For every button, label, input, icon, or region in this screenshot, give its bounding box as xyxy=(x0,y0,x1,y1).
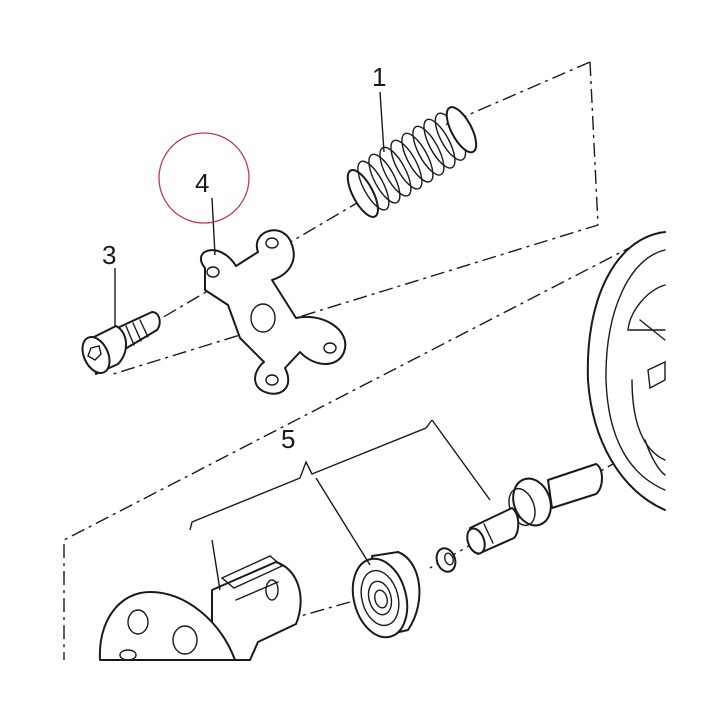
shaft-assembly xyxy=(98,463,603,661)
callout-highlight-circle xyxy=(158,132,250,224)
hub-part xyxy=(98,555,302,661)
plate-part xyxy=(199,229,347,395)
callout-5: 5 xyxy=(281,424,295,454)
retaining-clip xyxy=(435,547,457,573)
wheel-background xyxy=(586,231,666,511)
group-bracket xyxy=(189,419,433,531)
callout-4: 4 xyxy=(195,168,209,198)
callout-1: 1 xyxy=(372,62,386,92)
screw-part xyxy=(81,311,161,375)
ball-bearing xyxy=(351,551,421,639)
leader-lines xyxy=(114,91,491,591)
stepped-shaft xyxy=(466,463,603,555)
callout-3: 3 xyxy=(102,240,116,270)
spring-part xyxy=(346,106,478,218)
